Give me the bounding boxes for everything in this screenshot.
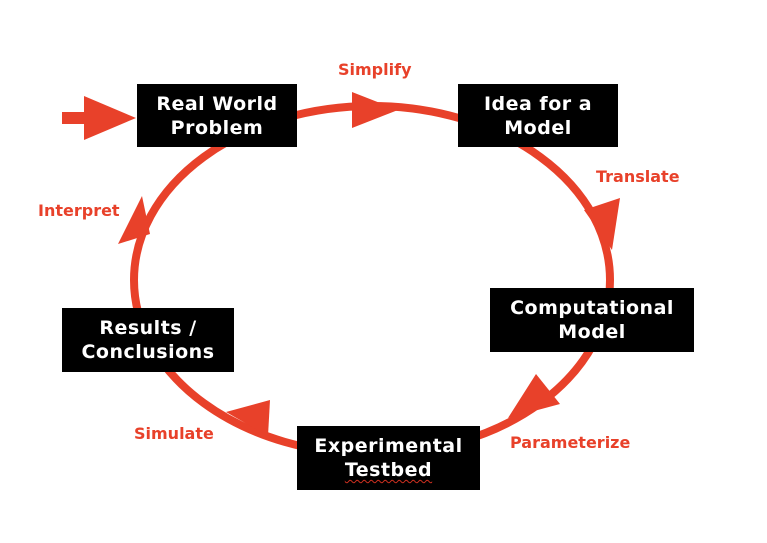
node-label-line2: Problem (170, 116, 264, 139)
arrowhead-simplify (352, 92, 398, 128)
arrowhead-translate (584, 198, 620, 250)
node-label-line2: Model (558, 321, 626, 343)
node-label-line1: Real World (156, 92, 278, 115)
node-label-line2: Testbed (344, 459, 433, 481)
node-label-line1: Idea for a (483, 92, 593, 115)
node-results-conclusions: Results /Conclusions (62, 308, 234, 372)
edge-label-simulate: Simulate (134, 424, 214, 443)
node-label-line1: Results / (99, 317, 197, 339)
node-label-line2: Model (504, 116, 572, 139)
arrowhead-simulate (226, 400, 270, 436)
entry-arrow-head (84, 96, 136, 140)
node-label-line2: Conclusions (81, 341, 215, 363)
edge-label-interpret: Interpret (38, 201, 120, 220)
node-label-line1: Computational (510, 297, 674, 319)
node-label-line1: Experimental (314, 435, 463, 457)
edge-label-simplify: Simplify (338, 60, 412, 79)
edge-label-translate: Translate (596, 167, 680, 186)
arrowhead-parameterize (508, 374, 560, 418)
edge-label-parameterize: Parameterize (510, 433, 631, 452)
arrowhead-interpret (118, 196, 150, 244)
